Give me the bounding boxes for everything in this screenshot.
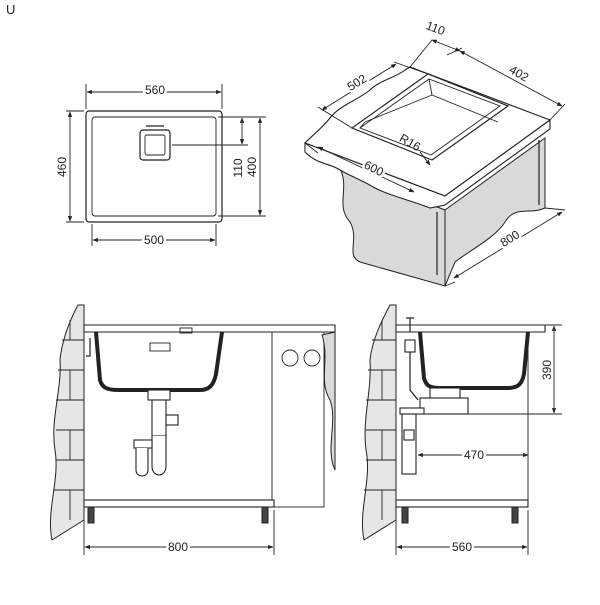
front-cabinet (83, 331, 325, 508)
dim-500-label: 500 (144, 233, 164, 247)
cabinet-plinth (83, 499, 275, 508)
corner-label: U (6, 2, 16, 17)
sink-outer-outline (85, 110, 223, 223)
dim-110-top: 110 (172, 116, 248, 178)
front-overflow (149, 342, 171, 352)
dim-560-top-label: 560 (145, 83, 165, 97)
side-sink-bowl (418, 331, 530, 390)
dim-470: 470 (417, 446, 529, 465)
dim-110-iso-label: 110 (424, 18, 447, 38)
dim-110-top-label: 110 (231, 158, 245, 177)
plug-circle-2 (303, 349, 321, 367)
dim-560-side-label: 560 (452, 540, 472, 554)
front-wall-right (321, 331, 336, 471)
dim-800-front: 800 (83, 510, 275, 557)
dim-560-side: 560 (395, 510, 529, 557)
dim-560-top: 560 (85, 81, 223, 109)
dim-800-iso-label: 800 (498, 227, 523, 250)
plug-circle-1 (281, 349, 299, 367)
dim-460: 460 (53, 110, 84, 223)
dim-470-label: 470 (464, 448, 484, 462)
side-view: 390 470 560 (361, 304, 562, 557)
front-view: 800 (49, 304, 336, 557)
dim-402-label: 402 (507, 62, 532, 84)
front-sink-bowl (94, 331, 224, 392)
dim-390: 390 (460, 324, 562, 415)
front-tap (86, 338, 91, 357)
front-drain-siphon (133, 389, 179, 477)
dim-390-label: 390 (540, 360, 554, 380)
dim-800-front-label: 800 (168, 540, 188, 554)
wall-bricks (54, 320, 84, 520)
side-wall (361, 304, 397, 541)
side-countertop (395, 324, 546, 333)
dim-400: 400 (218, 116, 266, 217)
front-countertop (83, 324, 336, 333)
dim-500: 500 (91, 224, 217, 250)
iso-view: 110 402 502 R16 600 (304, 18, 566, 287)
sink-bowl-outline (91, 116, 217, 217)
dim-460-label: 460 (55, 157, 69, 177)
drain-icon (139, 125, 171, 161)
dim-110-iso: 110 (409, 18, 463, 68)
top-view: 560 500 460 110 (53, 81, 266, 250)
dim-400-label: 400 (245, 157, 259, 177)
side-drain (399, 387, 469, 475)
side-wall-bricks (364, 320, 396, 520)
dim-502-label: 502 (345, 71, 370, 94)
side-tap (406, 317, 414, 332)
